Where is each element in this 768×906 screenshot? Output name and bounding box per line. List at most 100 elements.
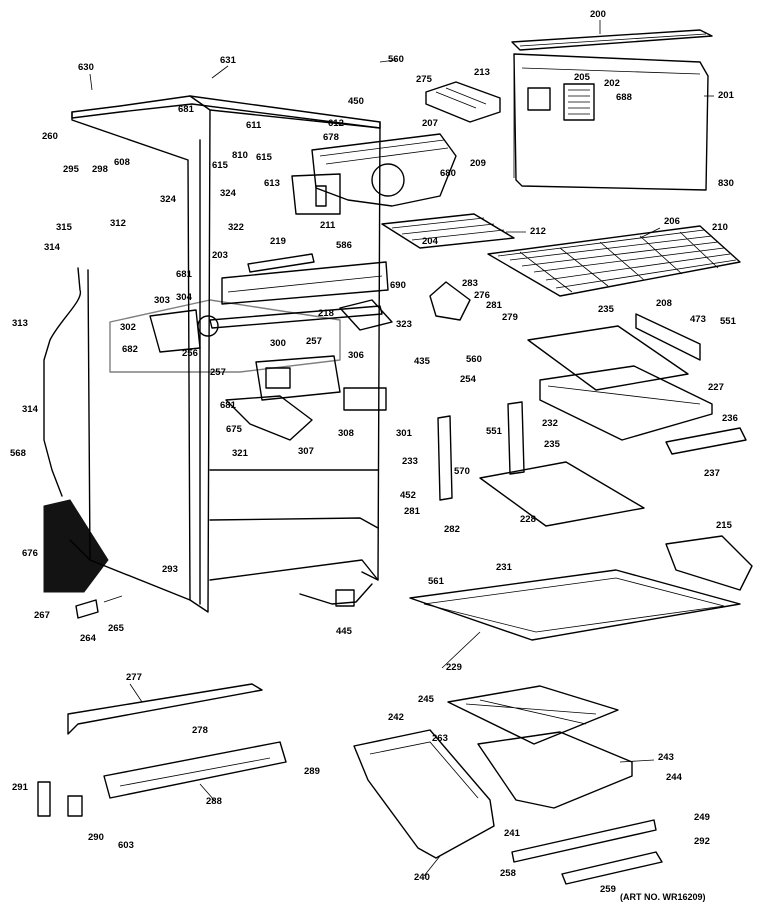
part-label: 611	[246, 120, 262, 131]
part-label: 240	[414, 872, 430, 883]
part-label: 561	[428, 576, 445, 587]
part-label: 201	[718, 90, 735, 101]
cabinet-case	[69, 95, 381, 613]
part-label: 215	[716, 520, 733, 531]
part-label: 227	[708, 382, 724, 393]
part-label: 258	[500, 868, 516, 879]
part-label: 235	[598, 304, 615, 315]
rail-277	[67, 683, 263, 735]
plate-308	[343, 387, 387, 411]
part-label: 314	[22, 404, 39, 415]
evaporator-cover	[513, 53, 709, 191]
part-label: 680	[440, 168, 456, 179]
part-label: 450	[348, 96, 364, 107]
part-label: 235	[544, 439, 561, 450]
part-label: 282	[444, 524, 460, 535]
part-label: 298	[92, 164, 108, 175]
bracket-panel	[109, 299, 341, 373]
shelf-228	[479, 461, 645, 527]
part-label: 473	[690, 314, 706, 325]
crisper-cover-245	[447, 685, 619, 745]
part-label: 203	[212, 250, 228, 261]
part-label: 289	[304, 766, 320, 777]
part-label: 613	[264, 178, 280, 189]
part-label: 314	[44, 242, 61, 253]
part-label: 570	[454, 466, 470, 477]
art-number: (ART NO. WR16209)	[620, 892, 706, 902]
grille-288	[103, 741, 287, 799]
part-label: 278	[192, 725, 208, 736]
part-label: 249	[694, 812, 710, 823]
part-label: 241	[504, 828, 521, 839]
part-label: 264	[80, 633, 97, 644]
part-label: 603	[118, 840, 134, 851]
bracket-232	[507, 401, 525, 475]
mechanism-302	[149, 309, 201, 353]
part-label: 218	[318, 308, 334, 319]
part-label: 321	[232, 448, 249, 459]
part-label: 277	[126, 672, 142, 683]
part-label: 324	[160, 194, 177, 205]
part-label: 300	[270, 338, 286, 349]
part-label: 308	[338, 428, 354, 439]
part-label: 445	[336, 626, 353, 637]
part-label: 208	[656, 298, 672, 309]
part-label: 830	[718, 178, 734, 189]
part-label: 233	[402, 456, 418, 467]
evaporator-housing	[291, 133, 457, 215]
part-label: 242	[388, 712, 404, 723]
part-label: 290	[88, 832, 104, 843]
part-label: 288	[206, 796, 222, 807]
part-label: 303	[154, 295, 170, 306]
part-label: 263	[432, 733, 448, 744]
wiring-445	[299, 583, 373, 605]
part-291	[37, 781, 51, 817]
part-label: 302	[120, 322, 136, 333]
part-labels: 630 631 681 611 612 678 615 810 613 615 …	[10, 9, 738, 895]
part-label: 295	[63, 164, 80, 175]
glass-shelf	[409, 569, 741, 641]
part-264	[75, 599, 99, 619]
trim-237	[665, 427, 747, 455]
part-label: 245	[418, 694, 435, 705]
part-label: 612	[328, 118, 344, 129]
meat-pan-236	[539, 365, 713, 441]
part-label: 236	[722, 413, 738, 424]
wire-shelf	[487, 225, 741, 297]
part-label: 301	[396, 428, 413, 439]
part-label: 279	[502, 312, 518, 323]
bar-258	[511, 819, 657, 863]
rail-473	[635, 313, 701, 361]
duct-218	[209, 305, 383, 329]
bar-259	[561, 851, 663, 885]
part-label: 682	[122, 344, 138, 355]
part-label: 313	[12, 318, 28, 329]
bin-215	[665, 535, 753, 591]
part-label: 210	[712, 222, 728, 233]
part-label: 324	[220, 188, 237, 199]
part-label: 202	[604, 78, 620, 89]
part-label: 608	[114, 157, 130, 168]
part-label: 212	[530, 226, 546, 237]
part-label: 306	[348, 350, 364, 361]
part-label: 237	[704, 468, 720, 479]
part-label: 293	[162, 564, 178, 575]
part-label: 267	[34, 610, 50, 621]
part-label: 200	[590, 9, 606, 20]
part-label: 551	[720, 316, 737, 327]
part-290	[67, 795, 83, 817]
part-label: 281	[486, 300, 503, 311]
part-label: 211	[320, 220, 336, 231]
part-label: 281	[404, 506, 421, 517]
damper-690	[339, 299, 393, 331]
part-label: 207	[422, 118, 438, 129]
part-label: 690	[390, 280, 406, 291]
control-assembly	[225, 355, 341, 441]
part-label: 231	[496, 562, 513, 573]
part-label: 209	[470, 158, 486, 169]
leader-lines	[89, 20, 714, 877]
part-label: 615	[256, 152, 273, 163]
part-label: 257	[210, 367, 226, 378]
part-label: 810	[232, 150, 248, 161]
